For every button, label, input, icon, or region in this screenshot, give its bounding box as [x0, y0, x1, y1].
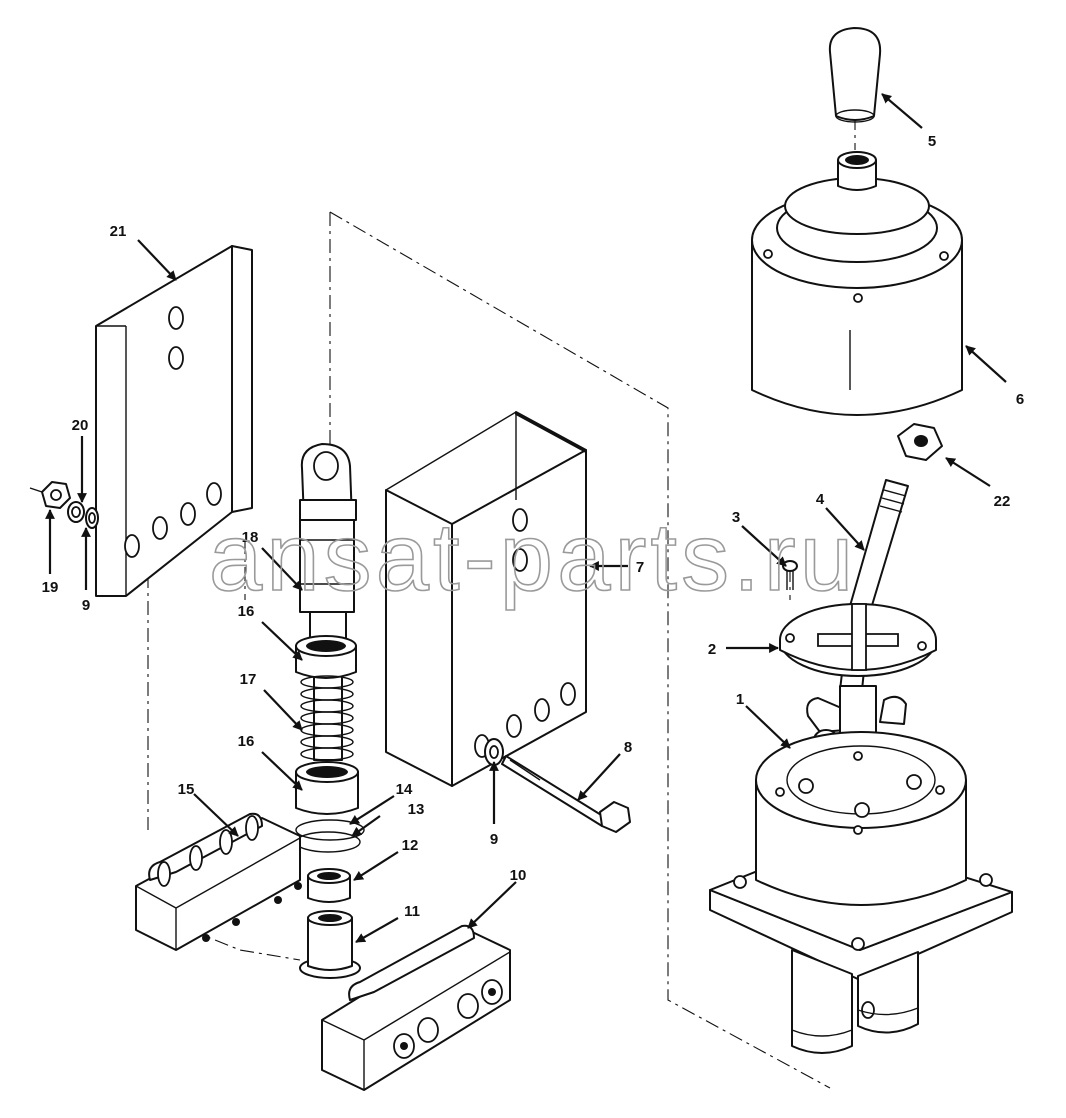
callout-leaders	[45, 93, 1007, 943]
callout-9-right: 9	[490, 831, 498, 848]
callout-3: 3	[732, 509, 740, 526]
callout-8: 8	[624, 739, 632, 756]
callout-22: 22	[994, 493, 1011, 510]
callout-20: 20	[72, 417, 89, 434]
hex-nut-part-22	[897, 423, 943, 461]
spring-seat-part-16-lower	[295, 761, 359, 815]
callout-14: 14	[396, 781, 413, 798]
callout-18: 18	[242, 529, 259, 546]
channel-bracket-part-7	[385, 411, 587, 787]
callout-5: 5	[928, 133, 936, 150]
callout-11: 11	[404, 903, 420, 920]
callout-17: 17	[240, 671, 257, 688]
callout-21: 21	[110, 223, 127, 240]
callout-13: 13	[408, 801, 425, 818]
flanged-bushing-part-11	[299, 910, 361, 979]
callout-12: 12	[402, 837, 419, 854]
retaining-ring-part-13	[295, 831, 361, 853]
callout-7: 7	[636, 559, 644, 576]
callout-10: 10	[510, 867, 527, 884]
callout-4: 4	[816, 491, 825, 508]
retaining-ring-part-14	[295, 819, 365, 841]
callout-1: 1	[736, 691, 744, 708]
callout-9-left: 9	[82, 597, 90, 614]
flat-washer-part-9-left	[85, 507, 99, 529]
callout-16-lower: 16	[238, 733, 255, 750]
base-housing-part-1	[709, 685, 1013, 1054]
flat-washer-part-9-right	[484, 738, 504, 766]
roller-detent-part-10	[321, 924, 511, 1091]
callout-15: 15	[178, 781, 195, 798]
boot-housing-part-6	[751, 151, 963, 416]
watermark-text: ansat-parts.ru	[209, 504, 857, 611]
callout-19: 19	[42, 579, 59, 596]
gate-plate-part-2	[779, 603, 937, 677]
roller-detent-part-15	[135, 812, 302, 951]
angle-bracket-part-21	[95, 245, 253, 597]
bolt-part-8	[501, 755, 631, 833]
control-knob-part-5	[828, 27, 882, 123]
hex-nut-part-19	[29, 481, 71, 509]
lock-washer-part-20	[67, 501, 85, 523]
callout-2: 2	[708, 641, 716, 658]
spring-seat-part-16-upper	[295, 635, 357, 679]
callout-labels: 21 20 19 9 18 16 17 16 15 14 13 12 11 10…	[42, 133, 1025, 920]
callout-16-upper: 16	[238, 603, 255, 620]
callout-6: 6	[1016, 391, 1024, 408]
bushing-part-12	[307, 868, 351, 903]
